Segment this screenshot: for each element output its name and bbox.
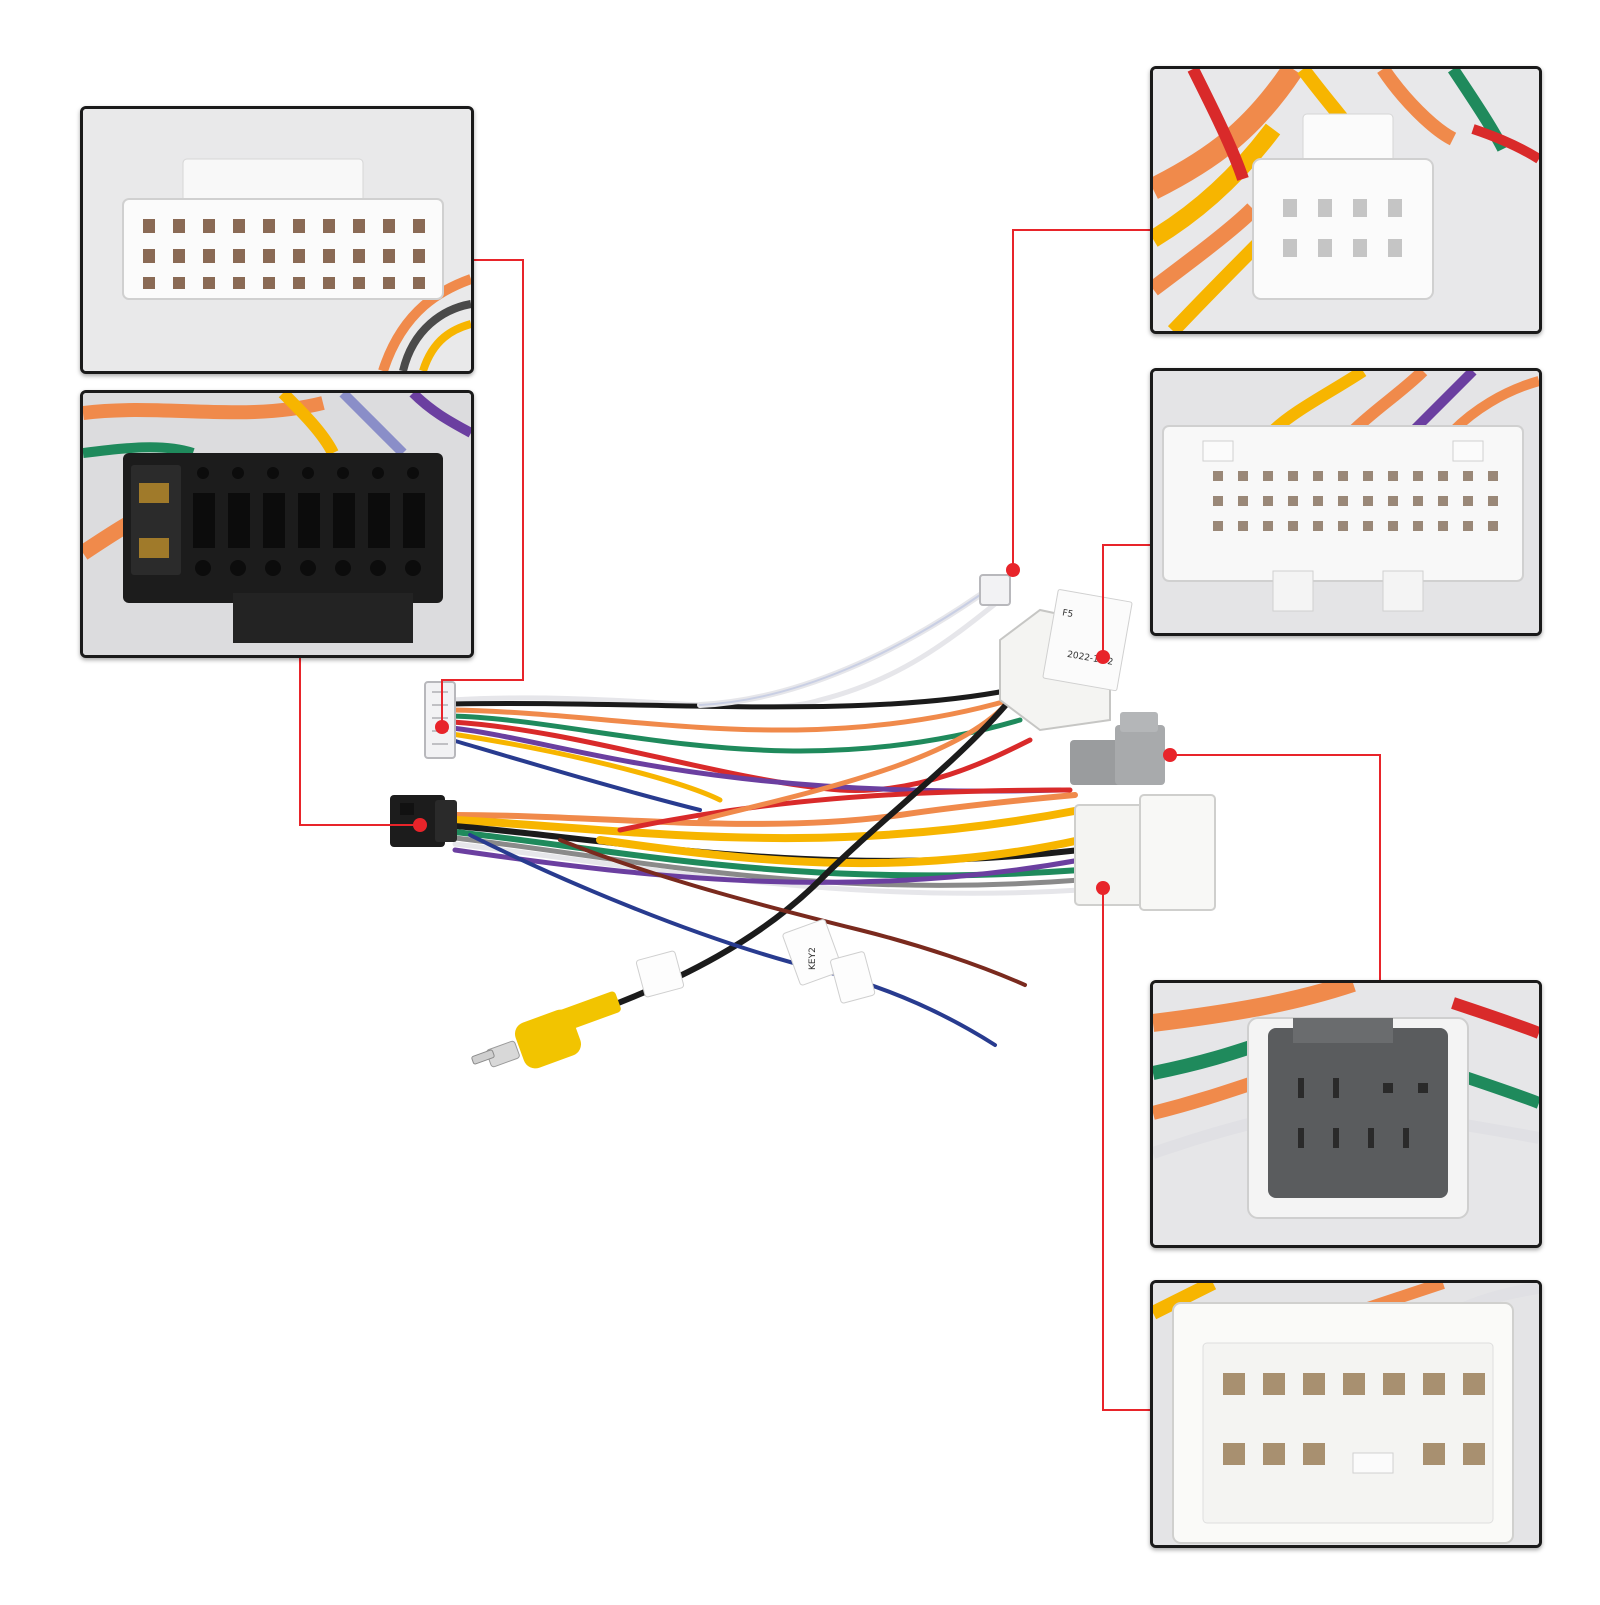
callout-lines bbox=[299, 229, 1381, 1411]
connector-tag-line1: F5 bbox=[1061, 608, 1073, 620]
wire bbox=[449, 687, 1013, 710]
wire bbox=[449, 597, 1003, 710]
small-white-connector bbox=[424, 681, 456, 759]
wire bbox=[450, 738, 702, 812]
gray-8pin-connector-detail bbox=[1150, 980, 1542, 1248]
brown-loose-wire bbox=[558, 838, 1027, 987]
white-connector-with-label: F5 2022-11-2 bbox=[999, 589, 1133, 732]
wire bbox=[451, 806, 1084, 843]
tiny-white-connector bbox=[979, 574, 1011, 606]
callout-dots bbox=[413, 563, 1177, 895]
white-large-connector bbox=[1074, 794, 1216, 911]
white-14pin-connector-detail bbox=[1150, 1280, 1542, 1548]
wire bbox=[596, 836, 1084, 868]
wire bbox=[452, 835, 1083, 888]
wire bbox=[617, 787, 1073, 833]
wire bbox=[452, 792, 1078, 827]
blue-loose-wire bbox=[468, 833, 997, 1047]
wire bbox=[452, 847, 1083, 885]
wire-bundle bbox=[449, 592, 1084, 1047]
black-16pin-iso-connector-detail bbox=[80, 390, 474, 658]
rca-plug bbox=[471, 991, 621, 1069]
white-24pin-connector-detail bbox=[80, 106, 474, 374]
wire bbox=[449, 725, 1063, 794]
wire bbox=[449, 731, 723, 803]
wire bbox=[449, 697, 1013, 733]
wire bbox=[699, 594, 981, 706]
wire bbox=[697, 697, 1013, 823]
wire-tags: KEY2 bbox=[635, 919, 876, 1004]
wire bbox=[449, 713, 1023, 754]
white-8pin-connector-detail bbox=[1150, 66, 1542, 334]
wire-tag-text: KEY2 bbox=[808, 947, 818, 970]
wire bbox=[697, 592, 983, 708]
gray-connector bbox=[1070, 712, 1165, 785]
white-28pin-connector-detail bbox=[1150, 368, 1542, 636]
